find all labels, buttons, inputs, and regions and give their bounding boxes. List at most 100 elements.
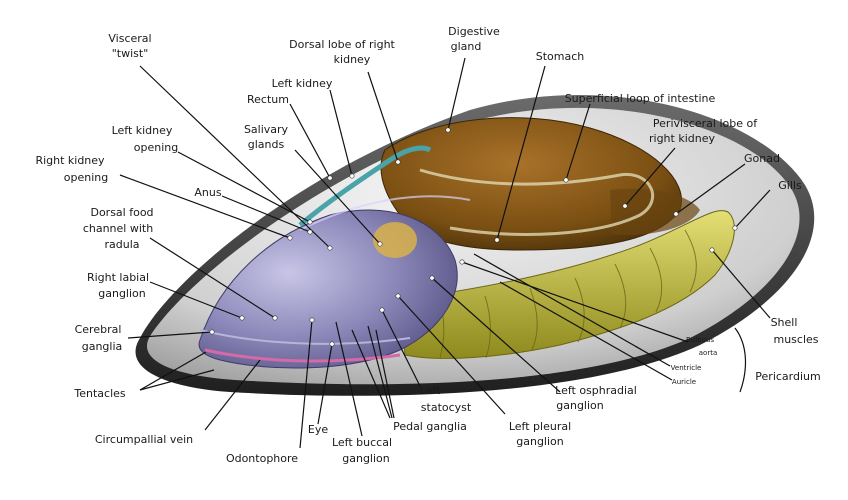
gill-segments [439,229,697,359]
dot-bulbous [459,259,465,265]
leader-eye [317,343,333,425]
circumpallial-vein-shape [204,348,401,363]
pericardium-bracket [734,327,747,393]
leader-pedal-c [375,329,395,419]
dot-rectum [327,175,333,181]
leader-odontophore [299,319,313,449]
dot-statocyst [379,307,385,313]
label-tentacles: Tentacles [73,387,126,400]
label-ventricle: Ventricle [671,364,702,372]
dot-cerebral [209,329,215,335]
leader-statocyst [381,309,421,387]
label-odontophore: Odontophore [226,452,298,465]
dot-dorsal-food [272,315,278,321]
kidney-outline [299,195,471,231]
label-pedal-ganglia: Pedal ganglia [393,420,467,433]
leader-left-kidney-opening [177,151,311,223]
foot-edge [199,329,411,345]
leader-lines [119,57,771,449]
dot-dorsal-lobe [395,159,401,165]
leader-stomach [496,65,546,241]
leader-auricle [499,281,673,381]
leader-dorsal-food [149,237,276,319]
leader-rectum [289,103,331,179]
dot-gills [732,225,738,231]
dot-left-pleural [395,293,401,299]
dot-superficial-loop [563,177,569,183]
leader-gills [734,189,771,229]
leader-cerebral [127,331,213,339]
gill-band [399,210,735,359]
leader-gonad [675,163,746,215]
label-stomach: Stomach [536,50,585,63]
leader-right-kidney-opening [119,174,291,239]
leader-pedal-b [367,325,393,419]
leader-digestive-gland [447,57,466,131]
dot-right-labial [239,315,245,321]
label-left-kidney: Left kidney [272,77,333,90]
leader-anus [221,195,311,233]
dot-left-kidney-opening [307,219,313,225]
leader-tentacles-a [139,351,207,391]
dot-stomach [494,237,500,243]
leader-dorsal-lobe [367,71,399,163]
gonad-region [610,188,700,235]
dot-salivary [377,241,383,247]
dot-visceral-twist [327,245,333,251]
gill-series [399,210,735,359]
leader-right-labial [149,281,243,319]
label-visceral-twist: Visceral"twist" [108,32,151,60]
leader-salivary [294,149,381,245]
leader-pedal-a [351,329,391,419]
leader-circumpallial [204,359,261,431]
intestine-loop [419,168,654,236]
visceral-vessel [298,145,432,227]
leader-left-osphradial [431,277,561,393]
dot-gonad [673,211,679,217]
label-anus: Anus [194,186,221,199]
dot-anus [307,229,313,235]
label-circumpallial: Circumpallial vein [95,433,193,446]
dot-perivisceral [622,203,628,209]
anchor-dots [209,127,738,347]
leader-visceral-twist [139,65,331,249]
leader-tentacles-b [139,369,215,391]
label-rectum: Rectum [247,93,289,106]
leader-shell-muscles [711,249,771,319]
label-auricle: Auricle [672,378,696,386]
leader-left-pleural [397,295,506,415]
dot-odontophore [309,317,315,323]
label-superficial-loop: Superficial loop of intestine [565,92,716,105]
dot-left-osphradial [429,275,435,281]
leader-ventricle [473,253,671,367]
salivary-gland-shape [373,222,417,258]
leader-superficial-loop [565,103,591,181]
label-gills: Gills [778,179,802,192]
dot-shell-muscles [709,247,715,253]
dot-digestive [445,127,451,133]
leader-bulbous [461,261,689,343]
dot-right-kidney-opening [287,235,293,241]
leader-perivisceral [624,147,676,207]
label-pericardium: Pericardium [755,370,820,383]
leader-left-kidney [329,89,353,177]
head-region [198,145,471,369]
label-gonad: Gonad [744,152,780,165]
leader-left-buccal [335,321,363,437]
digestive-mass [380,117,700,251]
label-eye: Eye [308,423,328,436]
